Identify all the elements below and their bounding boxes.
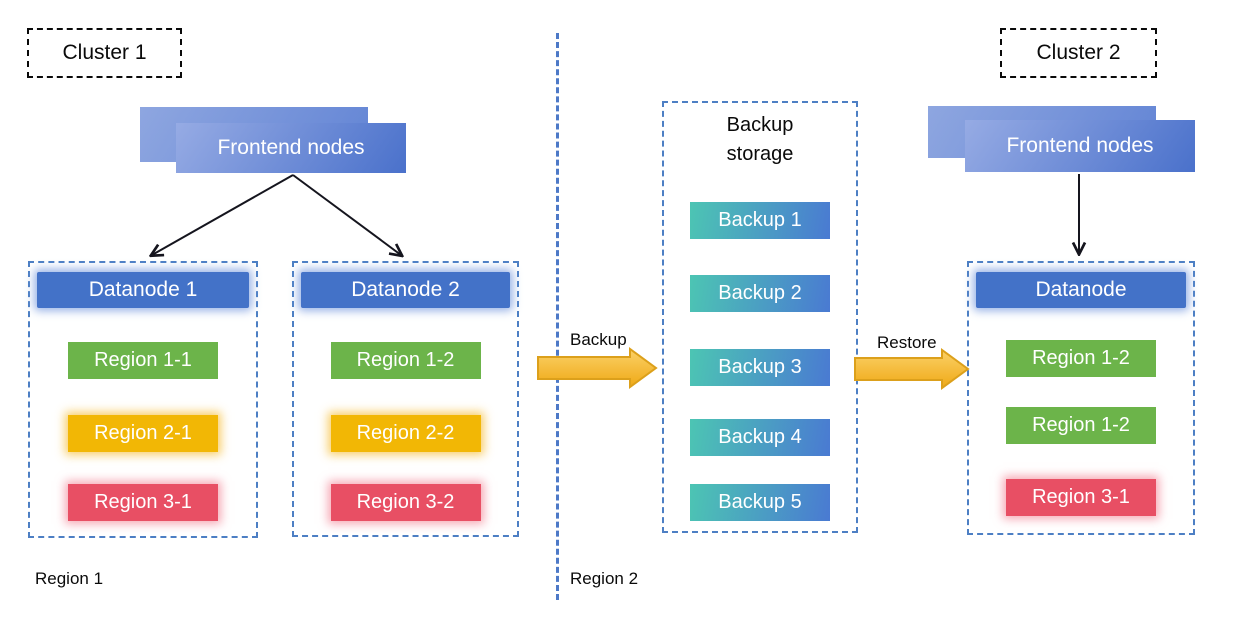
datanode1-header: Datanode 1: [37, 272, 249, 308]
region2-footnote: Region 2: [570, 569, 639, 588]
region-box: Region 3-2: [330, 484, 481, 521]
datanode2-container: Datanode 2 Region 1-2 Region 2-2 Region …: [292, 261, 519, 537]
cluster1-label-box: Cluster 1: [27, 28, 182, 78]
cluster2-label: Cluster 2: [1036, 41, 1121, 64]
backup-item: Backup 2: [690, 275, 830, 312]
cluster1-frontend-label: Frontend nodes: [217, 136, 365, 159]
cluster1-label: Cluster 1: [62, 41, 147, 64]
region1-footnote: Region 1: [35, 569, 104, 588]
region-box: Region 1-2: [330, 342, 481, 379]
region-box: Region 3-1: [1006, 479, 1156, 516]
restore-flow-label: Restore: [877, 333, 937, 352]
frontend-to-datanode1-arrow: [152, 174, 294, 255]
region-box: Region 2-2: [330, 415, 481, 452]
region-box: Region 1-2: [1006, 340, 1156, 377]
backup-item: Backup 1: [690, 202, 830, 239]
cluster2-frontend-label: Frontend nodes: [1006, 134, 1154, 157]
cluster2-label-box: Cluster 2: [1000, 28, 1157, 78]
region-box: Region 1-2: [1006, 407, 1156, 444]
region-box: Region 2-1: [68, 415, 218, 452]
backup-item: Backup 5: [690, 484, 830, 521]
backup-storage-container: Backup storage Backup 1 Backup 2 Backup …: [662, 101, 858, 533]
backup-item: Backup 4: [690, 419, 830, 456]
backup-flow-label: Backup: [570, 330, 627, 349]
backup-storage-title: Backup storage: [726, 114, 794, 165]
frontend-to-datanode2-arrow: [292, 174, 401, 255]
cluster1-frontend-node: Frontend nodes: [176, 123, 406, 173]
datanode2-header: Datanode 2: [301, 272, 510, 308]
backup-item: Backup 3: [690, 349, 830, 386]
region-box: Region 3-1: [68, 484, 218, 521]
restore-flow-arrow: [854, 348, 970, 390]
datanode1-container: Datanode 1 Region 1-1 Region 2-1 Region …: [28, 261, 258, 538]
cluster2-frontend-node: Frontend nodes: [965, 120, 1195, 172]
cluster2-datanode-header: Datanode: [976, 272, 1186, 308]
region-box: Region 1-1: [68, 342, 218, 379]
region-divider-line: [556, 33, 559, 600]
cluster2-datanode-container: Datanode Region 1-2 Region 1-2 Region 3-…: [967, 261, 1195, 535]
